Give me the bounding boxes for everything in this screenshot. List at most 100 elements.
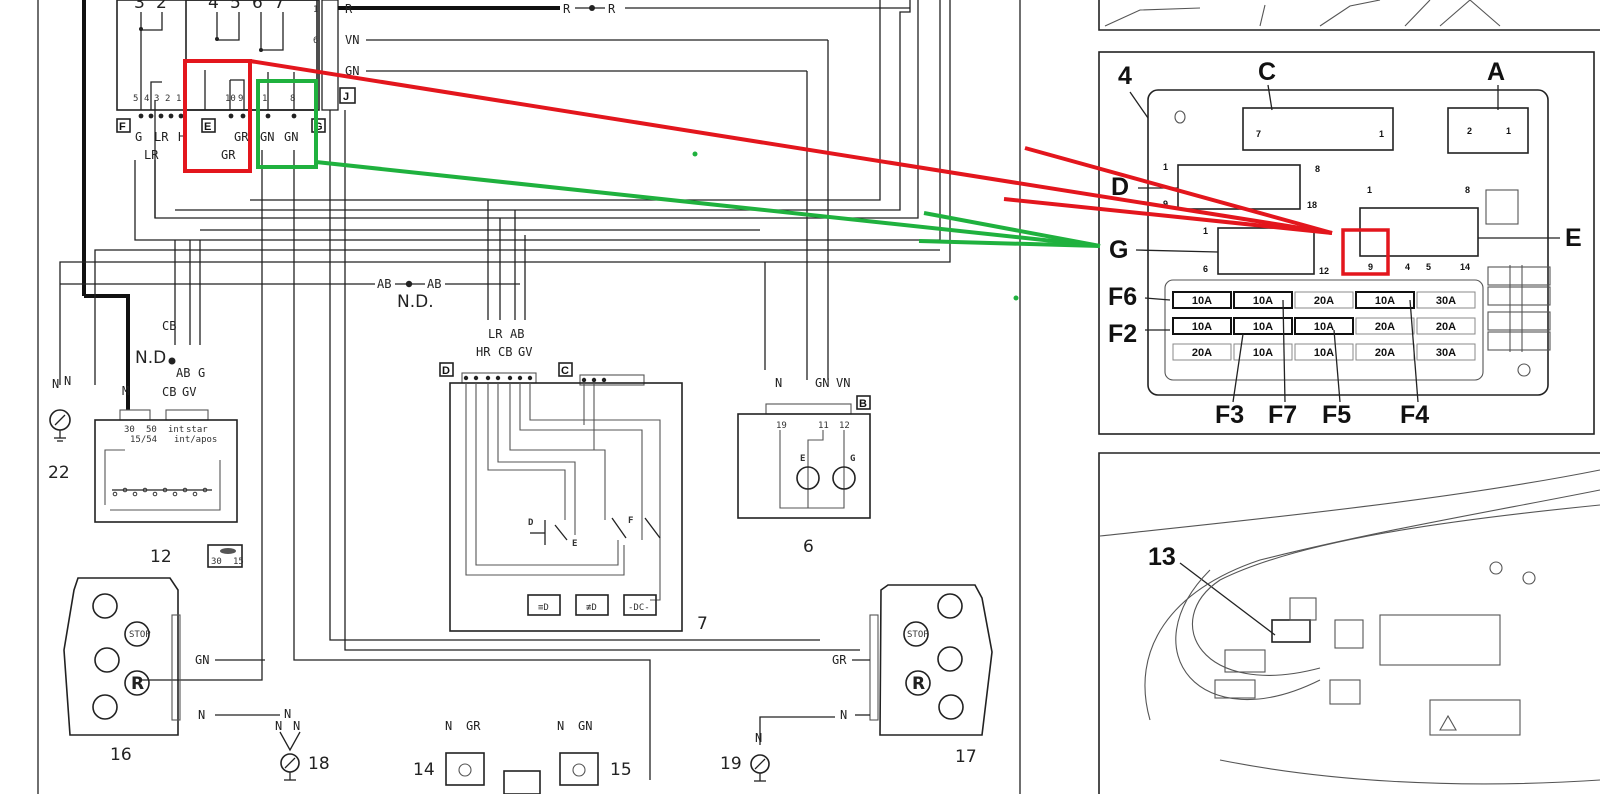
connector-tag-f-label: F [119, 121, 126, 133]
connector-tag-e-label: E [204, 121, 211, 133]
headlamp-6: N GN VN B 19 11 12 E G 6 [737, 376, 871, 557]
fuse-slot [1294, 317, 1354, 335]
connector-tag-f [116, 118, 131, 133]
wire-label-lr: LR [488, 327, 503, 341]
fuse-slot [1355, 317, 1415, 335]
fuse-rating: 20A [1375, 321, 1395, 333]
fuse-label-f6: F6 [1108, 283, 1137, 311]
fuse-rating: 10A [1314, 347, 1334, 359]
pin-label: 2 [165, 94, 170, 104]
fuse-label-f5: F5 [1322, 401, 1351, 429]
wire-label-gn: GN [345, 64, 359, 78]
fuse-slot [1294, 291, 1354, 309]
pin-label-9: 9 [1368, 262, 1373, 272]
low-beam-indicator-icon [575, 594, 609, 616]
pin-label: 11 [818, 421, 829, 431]
wire-label: GR [234, 130, 249, 144]
wire-label-n: N [840, 708, 847, 722]
connector-tag-c: C [561, 365, 569, 377]
fuse-rating: 10A [1192, 295, 1212, 307]
pin-label: 1 [176, 94, 181, 104]
pin-label: 5 [1426, 262, 1431, 272]
lamp-15: N GN 15 [557, 719, 632, 786]
connector-c-label: C [1258, 58, 1276, 86]
pin-label: 3 [154, 94, 159, 104]
svg-text:≡D: ≡D [538, 603, 549, 613]
wire-label-gn: GN [578, 719, 592, 733]
connector-tag-b: B [859, 398, 867, 410]
location-view-figure: 13 [1098, 452, 1600, 794]
connector-tag-g [311, 118, 326, 133]
top-figure-fragment [1098, 0, 1600, 31]
pin-label: 14 [1460, 262, 1470, 272]
pin-label: 9 [238, 94, 243, 104]
pin-label: 18 [1307, 200, 1317, 210]
component-number: 12 [150, 547, 172, 567]
connector-13 [1271, 619, 1311, 643]
fuse-rating: 30A [1436, 347, 1456, 359]
pin-group-label: 4 [208, 0, 219, 13]
wire-label-n: N [64, 374, 71, 388]
ignition-switch-12: M CB N.D CB AB GV G 30 50 15/54 int star… [94, 319, 244, 568]
fuse-slot [1172, 317, 1232, 335]
red-arrow-line [1003, 197, 1333, 235]
fuse-slot [1233, 343, 1293, 361]
pin-group-label: 7 [274, 0, 285, 13]
bulb-icon [572, 763, 586, 777]
fuse-label-f3: F3 [1215, 401, 1244, 429]
green-arrow-line [918, 239, 1101, 248]
wire-label: LR [144, 148, 159, 162]
component-number: 17 [955, 747, 977, 767]
pin-group-label: 3 [134, 0, 145, 13]
wire-label-gn: GN [195, 653, 209, 667]
wire-label-n: N [284, 707, 291, 721]
fuse-rating: 20A [1375, 347, 1395, 359]
wire-label-cb: CB [162, 319, 176, 333]
fuse-rating: 20A [1314, 295, 1334, 307]
pin-label: 1 [1506, 126, 1511, 136]
wire-label-ab: AB [510, 327, 524, 341]
wire-label-cb: CB [162, 385, 176, 399]
pin-label: 4 [1405, 262, 1410, 272]
fuse-rating: 10A [1253, 347, 1273, 359]
green-dot [692, 151, 698, 157]
red-arrow-line [1024, 146, 1333, 235]
component-number: 16 [110, 745, 132, 765]
fuse-slot [1416, 317, 1476, 335]
green-arrow-line [315, 160, 1101, 248]
wire-label-gv: GV [182, 385, 196, 399]
svg-text:-DC-: -DC- [628, 603, 650, 613]
tail-light-17: STOP R GR N 17 [832, 584, 993, 767]
connector-a-label: A [1487, 58, 1505, 86]
lamp-label: G [850, 454, 855, 464]
switch-label: F [628, 516, 633, 526]
connector-tag-g-label: G [314, 121, 323, 133]
reverse-lamp-label: R [131, 674, 144, 694]
pin-label: 1 [1203, 226, 1208, 236]
pin-label: 19 [776, 421, 787, 431]
fuse-slot [1172, 291, 1232, 309]
thick-wire-m [84, 294, 130, 410]
pin-label: 1 [1379, 129, 1384, 139]
wire-label-gr: GR [832, 653, 847, 667]
turn-signal-lamp-icon [937, 593, 963, 619]
fog-lamp-icon [92, 694, 118, 720]
fog-lamp-icon [938, 694, 964, 720]
wire-label-ab: AB [176, 366, 190, 380]
headlamp-icon [832, 466, 856, 490]
terminal-label: 50 [146, 425, 157, 435]
pin-label: 2 [1467, 126, 1472, 136]
pin-label: 1 [262, 94, 267, 104]
wire-label-hr: HR [476, 345, 491, 359]
pin-label: 8 [290, 94, 295, 104]
wire-label: G [135, 130, 142, 144]
fuse-rating: 20A [1436, 321, 1456, 333]
wire-label-n: N [275, 719, 282, 733]
pin-label: 9 [1163, 199, 1168, 209]
wire-label-gv: GV [518, 345, 532, 359]
component-number: 15 [610, 760, 632, 780]
pin-label: 8 [1315, 164, 1320, 174]
wire-label-r: R [563, 2, 571, 16]
wire-label-vn: VN [345, 33, 359, 47]
